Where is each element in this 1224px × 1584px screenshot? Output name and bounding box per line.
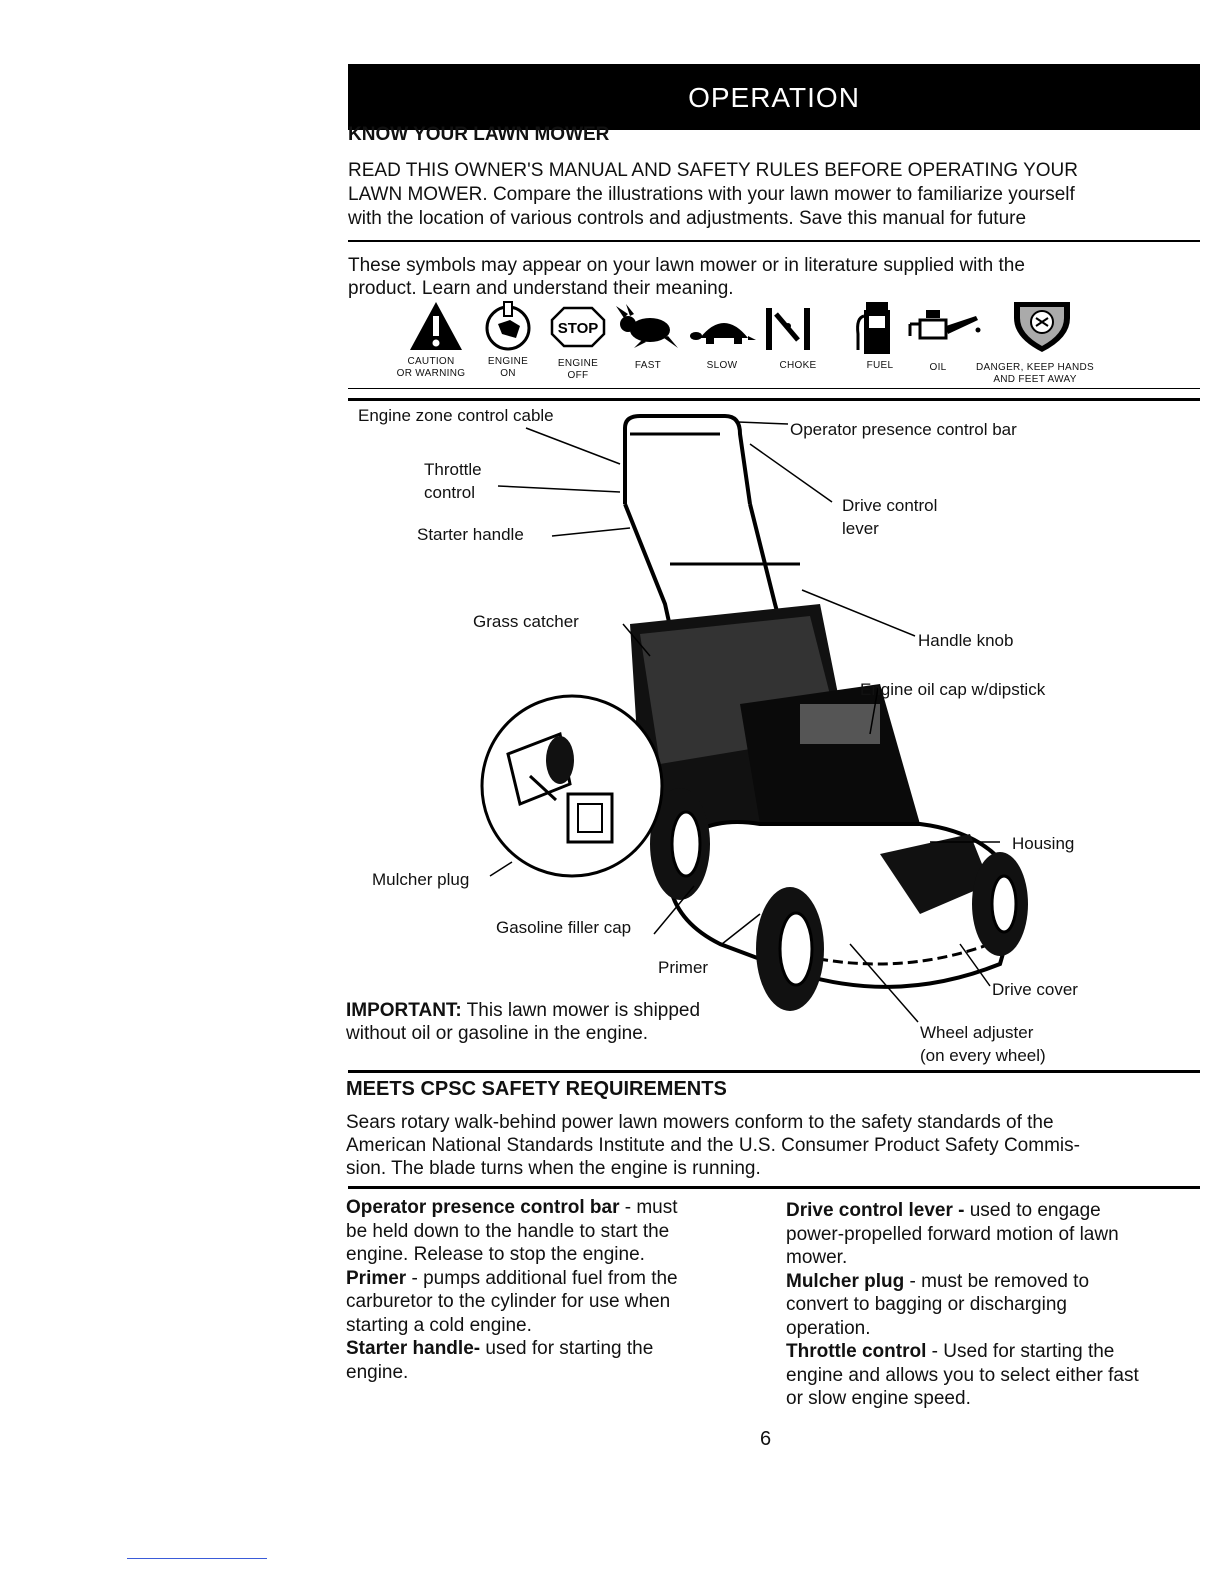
- label-wheel-adjuster-note: (on every wheel): [920, 1046, 1046, 1065]
- divider: [348, 1186, 1200, 1189]
- desc-mulcher-line-2: convert to bagging or discharging: [786, 1294, 1067, 1315]
- symbol-label-engine-off: ENGINE OFF: [557, 358, 599, 381]
- danger-hands-feet-icon: [1014, 302, 1070, 352]
- desc-operator-line-2: be held down to the handle to start the: [346, 1220, 670, 1242]
- caution-warning-icon: [410, 302, 462, 350]
- desc-starter-text-1: used for starting the: [480, 1338, 654, 1359]
- desc-drive-text-1: used to engage: [964, 1200, 1101, 1221]
- label-handle-knob: Handle knob: [918, 631, 1014, 650]
- label-mulcher-plug: Mulcher plug: [372, 870, 470, 889]
- desc-primer-text-1: - pumps additional fuel from the: [406, 1267, 678, 1289]
- desc-mulcher-line-1: Mulcher plug - must be removed to: [786, 1270, 1198, 1294]
- desc-throttle-line-3: or slow engine speed.: [786, 1388, 971, 1409]
- oil-can-icon: [908, 310, 981, 340]
- page-number: 6: [760, 1428, 772, 1450]
- desc-primer-term: Primer: [346, 1267, 407, 1289]
- desc-mulcher-term: Mulcher plug: [786, 1270, 905, 1292]
- footer-line: [127, 1558, 267, 1559]
- desc-operator-text-1: - must: [619, 1197, 678, 1218]
- lawn-mower-illustration: [480, 414, 1028, 1023]
- label-primer: Primer: [658, 958, 709, 977]
- know-heading: KNOW YOUR LAWN MOWER: [348, 124, 610, 145]
- desc-throttle-line-1: Throttle control - Used for starting the: [786, 1340, 1198, 1364]
- label-gasoline-filler-cap: Gasoline filler cap: [496, 918, 632, 937]
- divider: [348, 1070, 1200, 1073]
- divider: [348, 240, 1200, 242]
- desc-throttle-term: Throttle control: [786, 1341, 927, 1362]
- desc-operator-line-3: engine. Release to stop the engine.: [346, 1244, 645, 1265]
- desc-throttle-line-2: engine and allows you to select either f…: [786, 1364, 1139, 1386]
- label-grass-catcher: Grass catcher: [473, 612, 579, 631]
- know-line-3: with the location of various controls an…: [348, 208, 1027, 229]
- cpsc-line-3: sion. The blade turns when the engine is…: [346, 1158, 761, 1179]
- slow-turtle-icon: [690, 323, 756, 344]
- desc-mulcher-line-3: operation.: [786, 1317, 871, 1339]
- symbol-label-fuel: FUEL: [866, 360, 894, 371]
- label-engine-zone-cable: Engine zone control cable: [358, 406, 554, 425]
- section-title: OPERATION: [688, 82, 860, 113]
- desc-operator-term: Operator presence control bar: [346, 1197, 620, 1218]
- label-throttle-control: control: [424, 483, 476, 502]
- symbol-label-choke: CHOKE: [779, 360, 817, 371]
- engine-on-icon: [485, 301, 531, 351]
- desc-starter-line-2: engine.: [346, 1361, 409, 1383]
- cpsc-heading: MEETS CPSC SAFETY REQUIREMENTS: [346, 1078, 727, 1100]
- svg-text:STOP: STOP: [558, 320, 599, 337]
- symbol-label-danger: DANGER, KEEP HANDS AND FEET AWAY: [975, 362, 1095, 385]
- symbol-label-engine-on: ENGINE ON: [487, 356, 529, 379]
- label-housing: Housing: [1012, 834, 1075, 853]
- desc-drive-line-2: power-propelled forward motion of lawn: [786, 1223, 1119, 1245]
- label-starter-handle: Starter handle: [417, 525, 524, 544]
- important-text-1: This lawn mower is shipped: [461, 1000, 701, 1021]
- label-oil-cap: Engine oil cap w/dipstick: [860, 680, 1046, 699]
- desc-primer-line-3: starting a cold engine.: [346, 1314, 532, 1336]
- cpsc-line-1: Sears rotary walk-behind power lawn mowe…: [346, 1112, 1054, 1133]
- left-description-column: Operator presence control bar - must be …: [346, 1196, 756, 1384]
- label-drive-lever: lever: [842, 519, 879, 538]
- symbols-intro-line-1: These symbols may appear on your lawn mo…: [348, 255, 1025, 276]
- know-line-2: LAWN MOWER. Compare the illustrations wi…: [348, 184, 1075, 205]
- important-label: IMPORTANT:: [346, 1000, 462, 1021]
- symbols-intro-line-2: product. Learn and understand their mean…: [348, 278, 734, 299]
- engine-off-icon: STOP: [550, 306, 606, 348]
- cpsc-line-2: American National Standards Institute an…: [346, 1135, 1080, 1156]
- desc-drive-line-1: Drive control lever - used to engage: [786, 1199, 1198, 1223]
- symbol-label-oil: OIL: [929, 362, 947, 373]
- label-throttle: Throttle: [424, 460, 482, 479]
- desc-primer-line-2: carburetor to the cylinder for use when: [346, 1291, 671, 1312]
- right-description-column: Drive control lever - used to engage pow…: [786, 1199, 1198, 1411]
- know-line-1: READ THIS OWNER'S MANUAL AND SAFETY RULE…: [348, 160, 1078, 181]
- desc-drive-line-3: mower.: [786, 1247, 848, 1268]
- symbol-label-caution: CAUTION OR WARNING: [396, 356, 466, 379]
- symbol-label-slow: SLOW: [706, 360, 738, 371]
- divider: [348, 398, 1200, 401]
- choke-icon: [766, 308, 810, 350]
- important-note-line-2: without oil or gasoline in the engine.: [346, 1023, 649, 1044]
- fuel-pump-icon: [856, 302, 890, 354]
- label-operator-presence-bar: Operator presence control bar: [790, 420, 1017, 439]
- desc-throttle-text-1: - Used for starting the: [926, 1341, 1115, 1362]
- label-drive-cover: Drive cover: [992, 980, 1078, 999]
- divider: [348, 388, 1200, 389]
- desc-starter-line-1: Starter handle- used for starting the: [346, 1337, 756, 1361]
- important-note-line-1: IMPORTANT: This lawn mower is shipped: [346, 1000, 700, 1022]
- symbol-label-fast: FAST: [634, 360, 662, 371]
- desc-drive-term: Drive control lever -: [786, 1200, 965, 1221]
- fast-hare-icon: [616, 304, 678, 348]
- section-header: OPERATION: [348, 64, 1200, 130]
- desc-operator-line-1: Operator presence control bar - must: [346, 1196, 756, 1220]
- label-wheel-adjuster: Wheel adjuster: [920, 1023, 1034, 1042]
- desc-primer-line-1: Primer - pumps additional fuel from the: [346, 1267, 756, 1291]
- label-drive-control: Drive control: [842, 496, 938, 515]
- desc-starter-term: Starter handle-: [346, 1338, 481, 1359]
- desc-mulcher-text-1: - must be removed to: [904, 1270, 1090, 1292]
